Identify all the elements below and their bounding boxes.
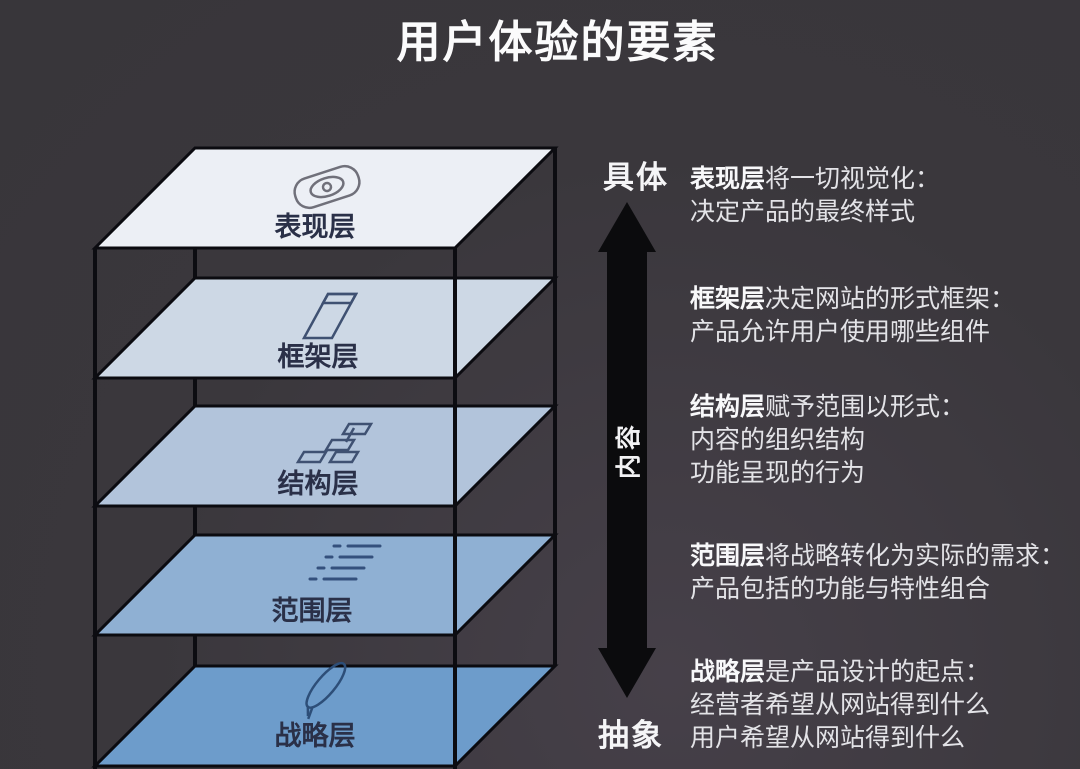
axis-label-concrete: 具体 <box>603 160 669 195</box>
description-intro-line: 框架层决定网站的形式框架： <box>690 285 1016 313</box>
arrow-down-icon <box>598 648 656 698</box>
description-intro-line: 表现层将一切视觉化： <box>690 165 941 193</box>
layer-label-scope: 范围层 <box>272 596 353 626</box>
eye-icon <box>293 164 361 210</box>
description-intro-line: 结构层赋予范围以形式： <box>690 393 966 421</box>
axis-arrow: 内容 <box>598 202 656 698</box>
description-strategy: 战略层是产品设计的起点： 经营者希望从网站得到什么 用户希望从网站得到什么 <box>690 656 1076 755</box>
description-line: 用户希望从网站得到什么 <box>690 724 966 752</box>
layer-label-structure: 结构层 <box>278 469 359 499</box>
axis-label-abstract: 抽象 <box>598 718 664 753</box>
description-line: 经营者希望从网站得到什么 <box>690 691 991 719</box>
description-intro-line: 范围层将战略转化为实际的需求： <box>690 542 1066 570</box>
list-icon <box>308 544 382 581</box>
description-scope: 范围层将战略转化为实际的需求： 产品包括的功能与特性组合 <box>690 540 1076 606</box>
layer-plane-strategy <box>91 664 559 768</box>
description-lead: 表现层 <box>690 165 766 193</box>
description-line: 产品允许用户使用哪些组件 <box>690 318 991 346</box>
description-line: 产品包括的功能与特性组合 <box>690 575 991 603</box>
description-surface: 表现层将一切视觉化： 决定产品的最终样式 <box>690 163 1076 229</box>
window-icon <box>301 292 359 340</box>
layers-diagram: 表现层 框架层 结构层 范围层 战略层 <box>91 146 559 769</box>
description-intro-line: 战略层是产品设计的起点： <box>690 658 991 686</box>
layer-label-strategy: 战略层 <box>275 720 356 751</box>
description-structure: 结构层赋予范围以形式： 内容的组织结构 功能呈现的行为 <box>690 391 1076 490</box>
description-lead: 结构层 <box>690 393 766 421</box>
description-line: 内容的组织结构 <box>690 426 866 454</box>
sitemap-icon <box>295 422 374 464</box>
description-skeleton: 框架层决定网站的形式框架： 产品允许用户使用哪些组件 <box>690 283 1076 349</box>
feather-icon <box>305 661 347 720</box>
description-line: 功能呈现的行为 <box>690 459 866 487</box>
axis-label-content: 内容 <box>615 420 643 480</box>
layer-label-surface: 表现层 <box>275 212 356 242</box>
arrow-up-icon <box>598 202 656 252</box>
arrow-shaft: 内容 <box>607 252 647 648</box>
layer-label-skeleton: 框架层 <box>278 342 359 372</box>
description-line: 决定产品的最终样式 <box>690 198 916 226</box>
description-lead: 范围层 <box>690 542 766 570</box>
description-lead: 战略层 <box>690 658 766 686</box>
page-title: 用户体验的要素 <box>396 18 719 67</box>
description-lead: 框架层 <box>690 285 766 313</box>
